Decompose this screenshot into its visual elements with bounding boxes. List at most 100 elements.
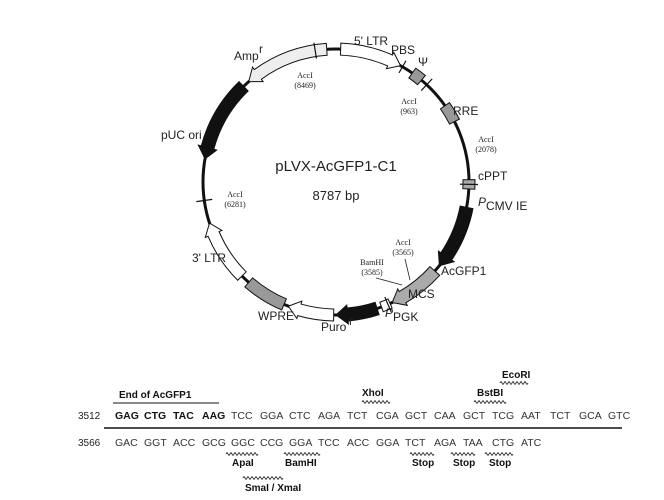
codon: TCC	[318, 437, 340, 449]
end-of-acgfp1-label: End of AcGFP1	[119, 390, 192, 401]
stop-label-3: Stop	[489, 458, 511, 469]
bstbi-underline	[473, 400, 507, 404]
row1-site-underlines	[361, 381, 529, 404]
label-3ltr: 3' LTR	[192, 251, 226, 265]
label-amp: Amp r	[234, 42, 263, 63]
label-wpre: WPRE	[258, 309, 294, 323]
svg-text:AccI: AccI	[227, 190, 243, 199]
label-ppgk: P PGK	[385, 306, 418, 324]
label-rre: RRE	[453, 104, 478, 118]
feature-psi-box	[408, 67, 427, 86]
site-acci-3565: AccI (3565)	[392, 238, 414, 257]
svg-text:(2078): (2078)	[475, 145, 497, 154]
feature-acgfp1-arrow	[391, 265, 441, 307]
codon: GGA	[376, 437, 399, 449]
feature-pcmv-arrow	[437, 205, 474, 267]
bstbi-label: BstBI	[477, 388, 503, 399]
codon: ACC	[173, 437, 196, 449]
codon: AGA	[434, 437, 456, 449]
feature-5ltr-arrow	[339, 42, 402, 70]
codon: GGA	[289, 437, 312, 449]
stop3-underline	[484, 452, 514, 456]
stop2-underline	[450, 452, 476, 456]
codon: ATC	[521, 437, 542, 449]
label-puro: Puro r	[321, 314, 353, 334]
codon: TCC	[231, 410, 253, 422]
svg-text:P: P	[478, 195, 486, 209]
label-mcs: MCS	[408, 287, 435, 301]
tick-acci-6281	[196, 198, 213, 203]
codon: GAC	[115, 437, 138, 449]
feature-puro-arrow	[287, 300, 335, 322]
svg-text:AccI: AccI	[395, 238, 411, 247]
codon: CCG	[260, 437, 283, 449]
site-acci-963: AccI (963)	[400, 97, 418, 116]
svg-text:Amp: Amp	[234, 49, 259, 63]
site-acci-6281: AccI (6281)	[224, 190, 246, 209]
codon: AAG	[202, 410, 225, 422]
svg-text:(8469): (8469)	[294, 81, 316, 90]
svg-text:CMV IE: CMV IE	[486, 199, 527, 213]
plasmid-features	[196, 42, 478, 326]
codon: GGC	[231, 437, 255, 449]
label-pbs: PBS	[391, 43, 415, 57]
codon: TCT	[550, 410, 571, 422]
svg-text:PGK: PGK	[393, 310, 418, 324]
svg-text:(6281): (6281)	[224, 200, 246, 209]
row1-number: 3512	[78, 411, 101, 422]
codon: TAC	[173, 410, 194, 422]
site-acci-8469: AccI (8469)	[294, 71, 316, 90]
codon: TCT	[347, 410, 368, 422]
svg-text:(3585): (3585)	[361, 268, 383, 277]
xhoi-label: XhoI	[362, 388, 384, 399]
plasmid-title: pLVX-AcGFP1-C1	[275, 158, 396, 175]
stop-label-2: Stop	[453, 458, 475, 469]
svg-text:r: r	[259, 42, 263, 56]
apai-underline	[225, 452, 259, 456]
feature-wpre-box	[244, 277, 288, 311]
svg-text:r: r	[349, 314, 353, 328]
svg-text:AccI: AccI	[401, 97, 417, 106]
codon: GTC	[608, 410, 631, 422]
feature-ppgk-arrow	[335, 301, 380, 326]
smai-xmai-underline	[242, 476, 284, 480]
feature-3ltr-arrow	[204, 222, 247, 281]
label-acgfp1: AcGFP1	[441, 264, 487, 278]
bamhi-label: BamHI	[285, 458, 317, 469]
tick-acci-8469	[313, 42, 318, 59]
svg-text:P: P	[385, 306, 393, 320]
codon: GCG	[202, 437, 226, 449]
codon: TCG	[492, 410, 514, 422]
apai-label: ApaI	[232, 458, 254, 469]
codon: GGT	[144, 437, 167, 449]
svg-text:BamHI: BamHI	[360, 258, 384, 267]
xhoi-underline	[361, 400, 391, 404]
svg-text:(963): (963)	[400, 107, 418, 116]
tick-pbs	[398, 60, 407, 74]
site-bamhi-3585: BamHI (3585)	[360, 258, 384, 277]
plasmid-size: 8787 bp	[313, 188, 360, 203]
stop-label-1: Stop	[412, 458, 434, 469]
svg-text:AccI: AccI	[478, 135, 494, 144]
label-psi: Ψ	[418, 55, 428, 69]
feature-amp-arrow	[248, 42, 328, 83]
codon: GGA	[260, 410, 283, 422]
label-cppt: cPPT	[478, 169, 508, 183]
tick-acci-963	[420, 78, 433, 91]
codon: GAG	[115, 410, 139, 422]
codon: CTG	[492, 437, 514, 449]
tick-acci-3565	[384, 296, 392, 313]
svg-text:Puro: Puro	[321, 320, 347, 334]
codon: GCA	[579, 410, 602, 422]
codon: CGA	[376, 410, 399, 422]
smai-xmai-label: SmaI / XmaI	[245, 483, 301, 494]
codon: CTG	[144, 410, 166, 422]
feature-puc-ori-arrow	[197, 80, 249, 160]
codon: CTC	[289, 410, 311, 422]
site-leaders	[375, 258, 411, 286]
codon: AAT	[521, 410, 541, 422]
label-5ltr: 5' LTR	[354, 34, 388, 48]
